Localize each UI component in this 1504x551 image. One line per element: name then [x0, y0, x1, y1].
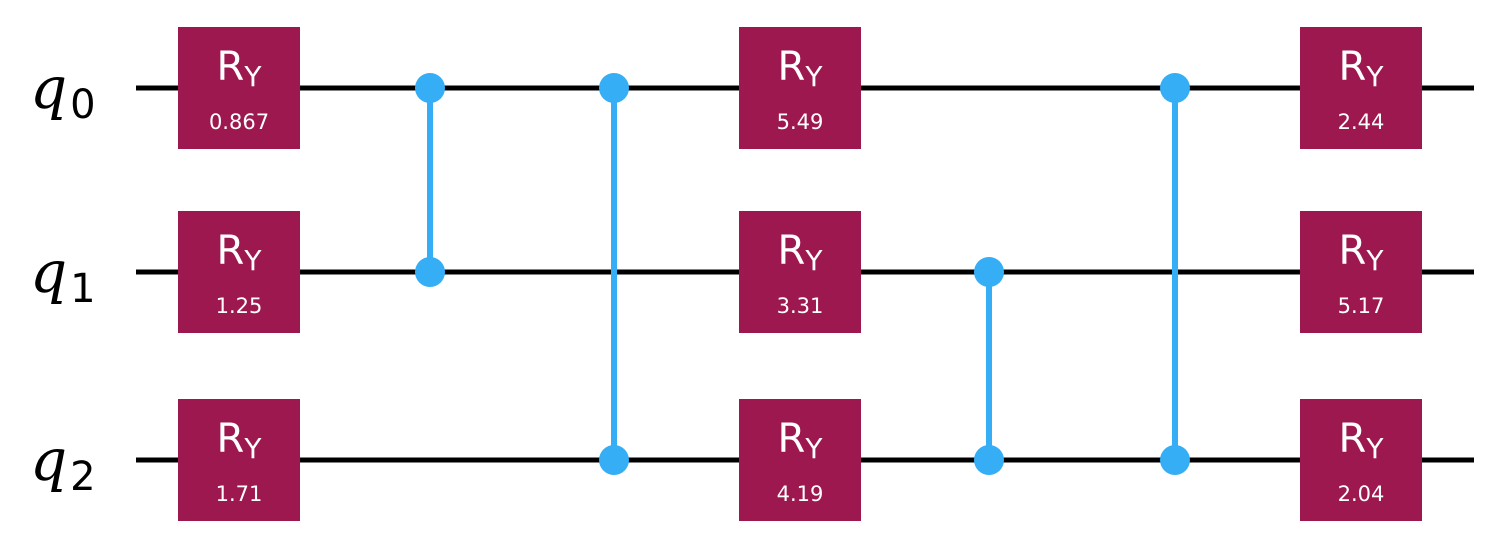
- ry-gate-box: [739, 27, 861, 149]
- ry-gate-q0-col0: RY 0.867: [178, 27, 300, 149]
- ry-gate-name: RY: [1339, 228, 1385, 277]
- qubit-label-1: q1: [30, 238, 96, 312]
- gate-name-sub: Y: [804, 60, 823, 93]
- cz-control-dot: [1160, 445, 1190, 475]
- ry-gate-q2-col0: RY 1.71: [178, 399, 300, 521]
- ry-gates: RY0.867RY1.25RY1.71RY5.49RY3.31RY4.19RY2…: [178, 27, 1422, 521]
- ry-gate-param: 5.17: [1338, 294, 1385, 318]
- cz-gate-q1-q2: [974, 257, 1004, 475]
- qubit-index: 2: [70, 454, 95, 500]
- ry-gate-param: 1.25: [216, 294, 263, 318]
- cz-control-dot: [1160, 73, 1190, 103]
- gate-name-sub: Y: [1365, 432, 1384, 465]
- ry-gate-name: RY: [778, 44, 824, 93]
- gate-name-main: R: [1339, 416, 1367, 462]
- ry-gate-box: [1300, 399, 1422, 521]
- ry-gate-q2-col3: RY 4.19: [739, 399, 861, 521]
- gate-name-main: R: [778, 416, 806, 462]
- cz-control-dot: [974, 257, 1004, 287]
- ry-gate-box: [1300, 211, 1422, 333]
- ry-gate-name: RY: [217, 44, 263, 93]
- ry-gate-box: [739, 399, 861, 521]
- ry-gate-param: 4.19: [777, 482, 824, 506]
- qubit-index: 0: [70, 82, 95, 128]
- gate-name-main: R: [1339, 228, 1367, 274]
- ry-gate-name: RY: [778, 228, 824, 277]
- ry-gate-box: [178, 27, 300, 149]
- ry-gate-name: RY: [778, 416, 824, 465]
- ry-gate-name: RY: [217, 228, 263, 277]
- ry-gate-box: [178, 211, 300, 333]
- cz-control-dot: [974, 445, 1004, 475]
- ry-gate-name: RY: [1339, 416, 1385, 465]
- ry-gate-param: 1.71: [216, 482, 263, 506]
- ry-gate-q0-col3: RY 5.49: [739, 27, 861, 149]
- gate-name-sub: Y: [1365, 60, 1384, 93]
- qubit-label-0: q0: [30, 54, 96, 128]
- qubit-symbol: q: [30, 426, 67, 494]
- gate-name-sub: Y: [243, 244, 262, 277]
- cz-control-dot: [599, 73, 629, 103]
- gate-name-main: R: [217, 44, 245, 90]
- gate-name-sub: Y: [243, 60, 262, 93]
- ry-gate-param: 3.31: [777, 294, 824, 318]
- qubit-symbol: q: [30, 238, 67, 306]
- cz-control-dot: [599, 445, 629, 475]
- gate-name-sub: Y: [804, 432, 823, 465]
- ry-gate-q1-col3: RY 3.31: [739, 211, 861, 333]
- cz-gate-q0-q2: [1160, 73, 1190, 475]
- qubit-index: 1: [70, 266, 95, 312]
- ry-gate-q0-col6: RY 2.44: [1300, 27, 1422, 149]
- ry-gate-param: 0.867: [209, 110, 269, 134]
- gate-name-main: R: [1339, 44, 1367, 90]
- ry-gate-q1-col0: RY 1.25: [178, 211, 300, 333]
- gate-name-sub: Y: [243, 432, 262, 465]
- qubit-label-2: q2: [30, 426, 96, 500]
- cz-gate-q0-q2: [599, 73, 629, 475]
- cz-gates: [415, 73, 1190, 475]
- gate-name-sub: Y: [804, 244, 823, 277]
- cz-control-dot: [415, 257, 445, 287]
- ry-gate-box: [739, 211, 861, 333]
- ry-gate-name: RY: [1339, 44, 1385, 93]
- gate-name-main: R: [217, 416, 245, 462]
- ry-gate-param: 2.44: [1338, 110, 1385, 134]
- gate-name-sub: Y: [1365, 244, 1384, 277]
- ry-gate-param: 2.04: [1338, 482, 1385, 506]
- cz-gate-q0-q1: [415, 73, 445, 287]
- gate-name-main: R: [778, 44, 806, 90]
- ry-gate-box: [1300, 27, 1422, 149]
- ry-gate-q2-col6: RY 2.04: [1300, 399, 1422, 521]
- gate-name-main: R: [217, 228, 245, 274]
- ry-gate-param: 5.49: [777, 110, 824, 134]
- ry-gate-box: [178, 399, 300, 521]
- qubit-symbol: q: [30, 54, 67, 122]
- ry-gate-name: RY: [217, 416, 263, 465]
- cz-control-dot: [415, 73, 445, 103]
- gate-name-main: R: [778, 228, 806, 274]
- ry-gate-q1-col6: RY 5.17: [1300, 211, 1422, 333]
